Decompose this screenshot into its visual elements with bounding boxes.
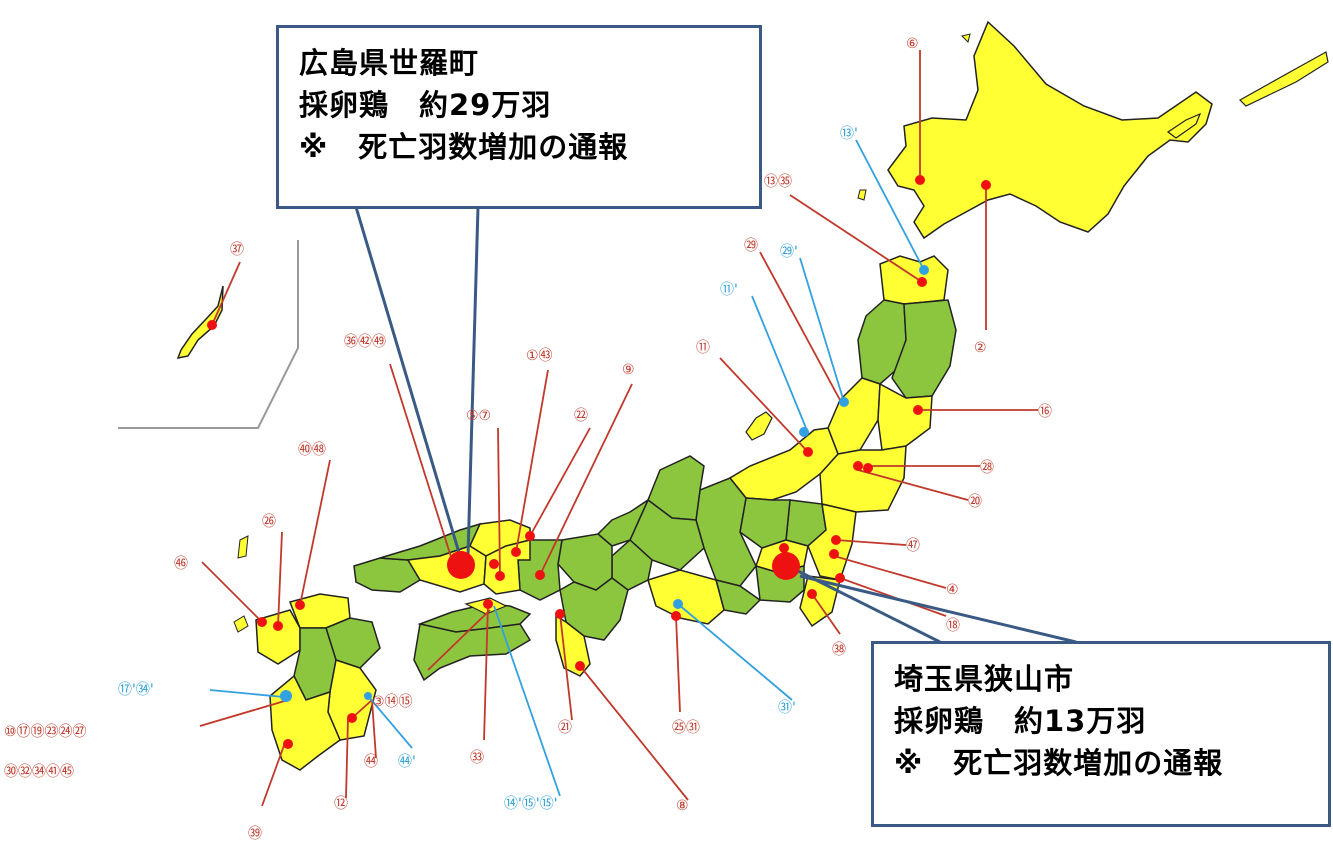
label-29: ㉙: [744, 238, 758, 254]
label-30-row: ㉚㉜㉞㊶㊺: [4, 764, 74, 780]
shizuoka: [647, 569, 725, 625]
label-20: ⑳: [968, 494, 982, 510]
kuril-islands: [1239, 51, 1329, 107]
red-markers: [207, 175, 991, 749]
label-25-31: ㉕㉛: [672, 720, 700, 736]
label-47: ㊼: [906, 538, 920, 554]
blue-markers: [280, 265, 929, 702]
label-2: ②: [974, 340, 987, 356]
callout-hiroshima-sera: 広島県世羅町 採卵鶏 約29万羽 ※ 死亡羽数増加の通報: [276, 25, 762, 209]
callout-leader-lines: [354, 206, 1077, 644]
okushiri-island: [857, 189, 867, 201]
shiga-kyoto: [557, 533, 613, 591]
callout-hiroshima-count: 採卵鶏 約29万羽: [299, 88, 552, 122]
iwate: [891, 299, 957, 399]
label-17p-34p: ⑰'㉞': [118, 682, 154, 698]
okinawa-inset-frame: [118, 240, 299, 429]
sado-island: [745, 411, 773, 441]
label-28: ㉘: [980, 460, 994, 476]
hokkaido: [887, 20, 1213, 240]
label-22: ㉒: [574, 408, 588, 424]
label-38: ㊳: [832, 642, 846, 658]
goto-islands: [233, 615, 249, 633]
label-9: ⑨: [622, 362, 635, 378]
blue-leader-lines: [209, 139, 925, 797]
callout-saitama-sayama: 埼玉県狭山市 採卵鶏 約13万羽 ※ 死亡羽数増加の通報: [871, 641, 1331, 827]
label-46: ㊻: [174, 556, 188, 572]
label-33: ㉝: [470, 750, 484, 766]
label-39: ㊴: [248, 826, 262, 842]
label-3-14-15: ③⑭⑮: [372, 694, 413, 710]
label-44p: ㊹': [398, 754, 416, 770]
rishiri-island: [961, 33, 971, 43]
tsushima: [237, 535, 249, 559]
kuril-island-2: [1166, 112, 1202, 139]
label-4: ④: [946, 582, 959, 598]
label-29p: ㉙': [780, 244, 798, 260]
label-5-7: ⑤⑦: [466, 408, 491, 424]
label-31p: ㉛': [778, 700, 796, 716]
miyagi: [877, 382, 933, 451]
label-11: ⑪: [696, 340, 710, 356]
label-26: ㉖: [262, 514, 276, 530]
label-18: ⑱: [946, 618, 960, 634]
label-36-42-49: ㊱㊷㊾: [344, 334, 386, 350]
callout-saitama-count: 採卵鶏 約13万羽: [894, 704, 1147, 738]
label-1-43: ①㊸: [526, 348, 553, 364]
hiroshima-sera-outbreak-marker: [447, 551, 475, 579]
saitama-sayama-outbreak-marker: [772, 552, 800, 580]
label-44: ㊹: [364, 754, 378, 770]
label-37: ㊲: [230, 242, 244, 258]
label-8: ⑧: [676, 798, 689, 814]
callout-hiroshima-location: 広島県世羅町: [299, 46, 480, 80]
label-13p: ⑬': [840, 126, 858, 142]
label-40-48: ㊵㊽: [298, 442, 326, 458]
label-16: ⑯: [1038, 404, 1052, 420]
label-12: ⑫: [334, 796, 348, 812]
red-leader-lines: [199, 50, 1038, 807]
label-6: ⑥: [906, 36, 919, 52]
callout-saitama-location: 埼玉県狭山市: [894, 662, 1075, 696]
aomori: [879, 255, 949, 305]
fukushima: [819, 445, 907, 513]
label-10-row: ⑩⑰⑲㉓㉔㉗: [4, 724, 87, 740]
callout-saitama-note: ※ 死亡羽数増加の通報: [894, 746, 1224, 780]
callout-hiroshima-note: ※ 死亡羽数増加の通報: [299, 130, 629, 164]
label-14p-15p: ⑭'⑮'⑮': [504, 796, 558, 812]
yamagata: [827, 377, 881, 455]
label-21: ㉑: [558, 720, 572, 736]
label-13-35: ⑬㉟: [764, 174, 792, 190]
shikoku-south: [413, 623, 532, 682]
okinawa-island: [176, 285, 224, 360]
label-11p: ⑪': [720, 282, 738, 298]
